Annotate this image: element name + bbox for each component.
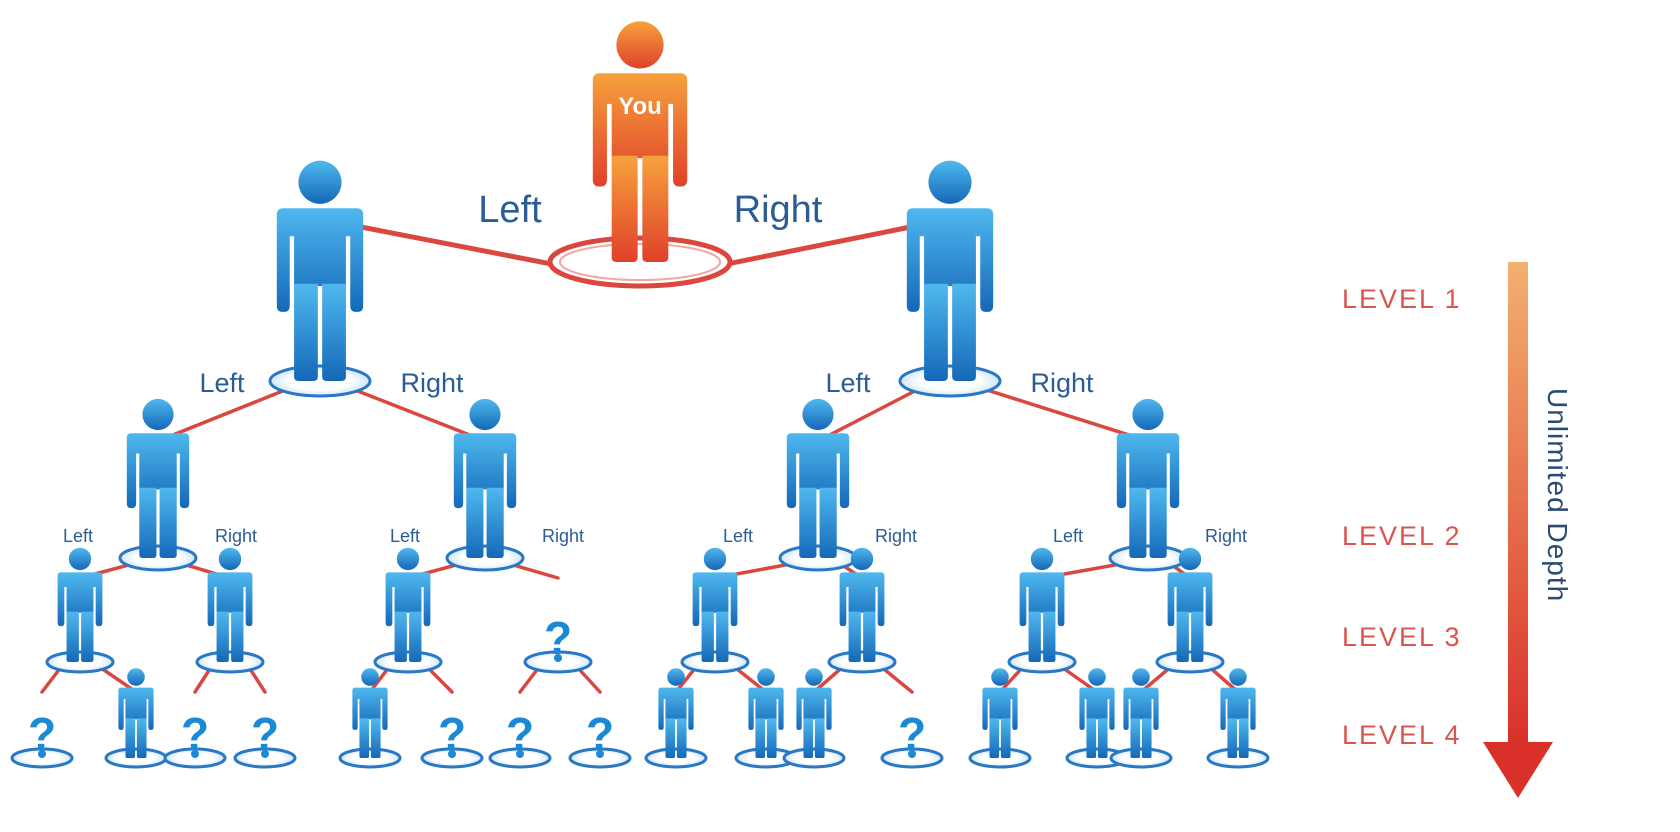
node-rings — [10, 235, 1270, 769]
level-4-label: LEVEL 4 — [1342, 720, 1462, 750]
node-t4-4-person — [692, 547, 738, 662]
node-t4-2-person — [385, 547, 431, 662]
node-t5-13-person — [1079, 668, 1115, 758]
node-t4-0-person — [57, 547, 103, 662]
node-t5-0-unknown-dot — [38, 750, 46, 758]
node-t4-5-person — [839, 547, 885, 662]
branch-label-right-1: Right — [734, 189, 823, 231]
people-figures: ????????You — [28, 21, 1256, 760]
connector-t1-0-right — [687, 216, 953, 275]
node-t3-3-ring — [1108, 544, 1188, 572]
branch-label-left-2: Left — [199, 368, 245, 398]
depth-arrow-shaft — [1508, 262, 1528, 746]
level-3-label: LEVEL 3 — [1342, 622, 1462, 652]
node-t5-12-person — [982, 668, 1018, 758]
node-t5-1-person — [118, 668, 154, 758]
node-t1-0-ring — [547, 235, 733, 289]
node-t5-10-ring — [782, 747, 846, 769]
depth-arrow-head — [1483, 742, 1553, 798]
node-t4-0-ring — [45, 650, 115, 674]
node-t5-4-ring — [338, 747, 402, 769]
branch-label-right-5: Right — [1030, 368, 1094, 398]
node-t2-1-person — [906, 160, 994, 381]
node-t2-0-person — [276, 160, 364, 381]
node-t3-3-person — [1116, 398, 1180, 558]
connector-t2-0-right — [345, 385, 487, 443]
node-t3-1-ring — [445, 544, 525, 572]
node-t5-2-unknown-dot — [191, 750, 199, 758]
branch-label-right-7: Right — [215, 526, 257, 546]
branch-label-left-6: Left — [63, 526, 93, 546]
node-t4-6-ring — [1007, 650, 1077, 674]
level-2-label: LEVEL 2 — [1342, 521, 1462, 551]
node-t1-0-person — [592, 21, 688, 262]
node-t5-8-ring — [644, 747, 708, 769]
node-t5-15-person — [1220, 668, 1256, 758]
node-t4-4-ring — [680, 650, 750, 674]
branch-label-right-9: Right — [542, 526, 584, 546]
branch-label-left-8: Left — [390, 526, 420, 546]
node-t5-8-person — [658, 668, 694, 758]
connector-t1-0-left — [317, 216, 593, 275]
branch-label-right-13: Right — [1205, 526, 1247, 546]
node-t4-3-unknown-dot — [554, 654, 562, 662]
node-t5-12-ring — [968, 747, 1032, 769]
node-t5-5-unknown-dot — [448, 750, 456, 758]
node-t5-1-ring — [104, 747, 168, 769]
node-t5-14-ring — [1109, 747, 1173, 769]
node-t3-0-person — [126, 398, 190, 558]
node-t5-11-unknown-dot — [908, 750, 916, 758]
branch-label-left-0: Left — [478, 189, 542, 231]
node-t5-7-unknown-dot — [596, 750, 604, 758]
you-label: You — [618, 93, 662, 120]
node-t3-2-ring — [778, 544, 858, 572]
node-t4-7-ring — [1155, 650, 1225, 674]
connector-t2-0-left — [156, 385, 295, 443]
node-t5-10-person — [796, 668, 832, 758]
level-legend: LEVEL 1 LEVEL 2 LEVEL 3 LEVEL 4 — [1342, 284, 1462, 750]
depth-label: Unlimited Depth — [1542, 388, 1573, 602]
connector-t2-1-right — [975, 385, 1150, 443]
node-t3-2-person — [786, 398, 850, 558]
branch-label-right-11: Right — [875, 526, 917, 546]
node-t5-4-person — [352, 668, 388, 758]
depth-arrow — [1483, 262, 1553, 798]
node-t3-1-person — [453, 398, 517, 558]
level-1-label: LEVEL 1 — [1342, 284, 1462, 314]
node-t5-15-ring — [1206, 747, 1270, 769]
branch-label-left-10: Left — [723, 526, 753, 546]
node-t5-3-unknown-dot — [261, 750, 269, 758]
connector-t2-1-left — [816, 385, 925, 443]
node-t3-0-ring — [118, 544, 198, 572]
branch-label-right-3: Right — [400, 368, 464, 398]
node-t4-1-person — [207, 547, 253, 662]
node-t5-6-unknown-dot — [516, 750, 524, 758]
node-t1-0-ring-inner — [559, 243, 721, 281]
node-t4-2-ring — [373, 650, 443, 674]
node-t5-9-person — [748, 668, 784, 758]
branch-label-left-4: Left — [825, 368, 871, 398]
node-t4-6-person — [1019, 547, 1065, 662]
node-t5-14-person — [1123, 668, 1159, 758]
node-t4-7-person — [1167, 547, 1213, 662]
node-t4-1-ring — [195, 650, 265, 674]
branch-label-left-12: Left — [1053, 526, 1083, 546]
node-t4-5-ring — [827, 650, 897, 674]
node-t2-1-ring — [898, 364, 1002, 398]
node-t2-0-ring — [268, 364, 372, 398]
